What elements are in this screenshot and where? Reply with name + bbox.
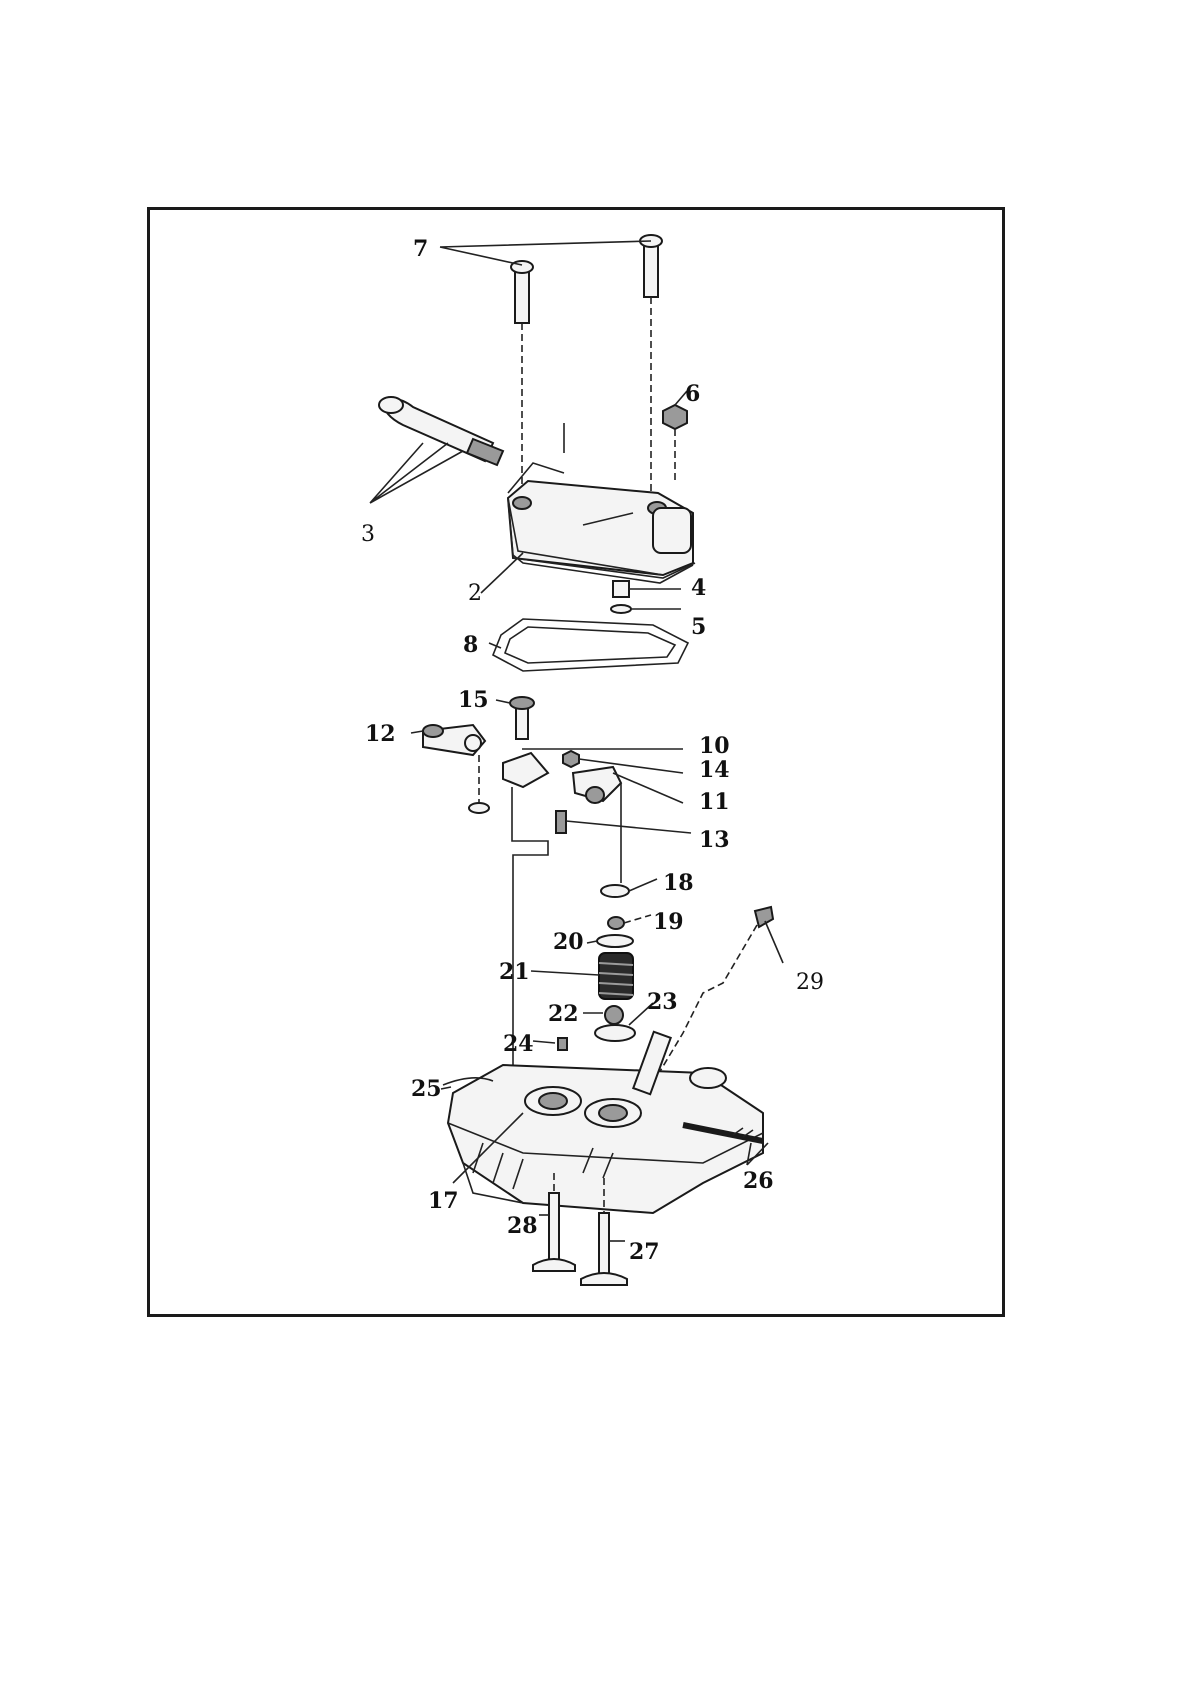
nut-6 (663, 405, 687, 429)
leader-8 (489, 643, 501, 648)
nut-14 (563, 751, 579, 767)
leader-20 (587, 941, 597, 943)
label-10: 10 (699, 733, 730, 759)
rocker-arm-12 (423, 725, 485, 755)
leader-15 (496, 700, 510, 703)
cover-bolt-right (640, 235, 662, 297)
pivot-bolt-15 (510, 697, 534, 739)
rocker-arm-11 (573, 767, 621, 803)
retainer-20 (597, 935, 633, 947)
label-8: 8 (463, 632, 478, 658)
label-22: 22 (548, 1001, 579, 1027)
leader-18 (629, 879, 657, 891)
adjust-screw-13 (556, 811, 566, 833)
leader-21 (531, 971, 599, 975)
label-28: 28 (507, 1213, 538, 1239)
exploded-parts-diagram: 7 6 3 2 4 5 8 15 12 10 14 11 13 18 19 20… (150, 210, 1002, 1314)
label-13: 13 (699, 827, 730, 853)
label-11: 11 (699, 789, 730, 815)
leader-25 (441, 1087, 451, 1089)
plug-4 (613, 581, 629, 597)
label-15: 15 (458, 687, 489, 713)
collet-19 (608, 917, 624, 929)
label-29: 29 (796, 970, 824, 995)
label-27: 27 (629, 1239, 660, 1265)
leader-11 (613, 773, 683, 803)
diagram-frame: 7 6 3 2 4 5 8 15 12 10 14 11 13 18 19 20… (147, 207, 1005, 1317)
cover-bolt-left (511, 261, 533, 323)
leader-19 (624, 915, 651, 923)
leader-12 (411, 731, 423, 733)
guide-plate-10 (503, 753, 548, 787)
spark-plug-29 (755, 907, 773, 927)
valve-seal-22 (605, 1006, 623, 1024)
cover-gasket (493, 619, 688, 671)
leader-7 (440, 241, 651, 265)
label-18: 18 (663, 870, 694, 896)
cylinder-head-17 (448, 1032, 763, 1213)
label-4: 4 (691, 575, 706, 601)
leader-2 (481, 553, 523, 593)
label-6: 6 (685, 381, 700, 407)
label-23: 23 (647, 989, 678, 1015)
valve-spring-21 (599, 953, 633, 999)
label-21: 21 (499, 959, 530, 985)
label-25: 25 (411, 1076, 442, 1102)
washer-5 (611, 605, 631, 613)
label-2: 2 (468, 581, 482, 606)
label-3: 3 (361, 522, 375, 547)
pin-24 (558, 1038, 567, 1050)
leader-3 (370, 443, 463, 503)
leader-13 (566, 821, 691, 833)
label-24: 24 (503, 1031, 534, 1057)
leader-24 (533, 1041, 555, 1043)
valve-cap-12 (469, 803, 489, 813)
cap-18 (601, 885, 629, 897)
push-rod-path (512, 787, 548, 1113)
leader-29 (765, 921, 783, 963)
label-12: 12 (365, 721, 396, 747)
washer-23 (595, 1025, 635, 1041)
label-20: 20 (553, 929, 584, 955)
breather-hose (379, 397, 503, 465)
label-14: 14 (699, 757, 730, 783)
label-17: 17 (428, 1188, 459, 1214)
label-19: 19 (653, 909, 684, 935)
label-7: 7 (413, 236, 428, 262)
valve-cover (508, 481, 695, 583)
label-26: 26 (743, 1168, 774, 1194)
label-5: 5 (691, 614, 706, 640)
